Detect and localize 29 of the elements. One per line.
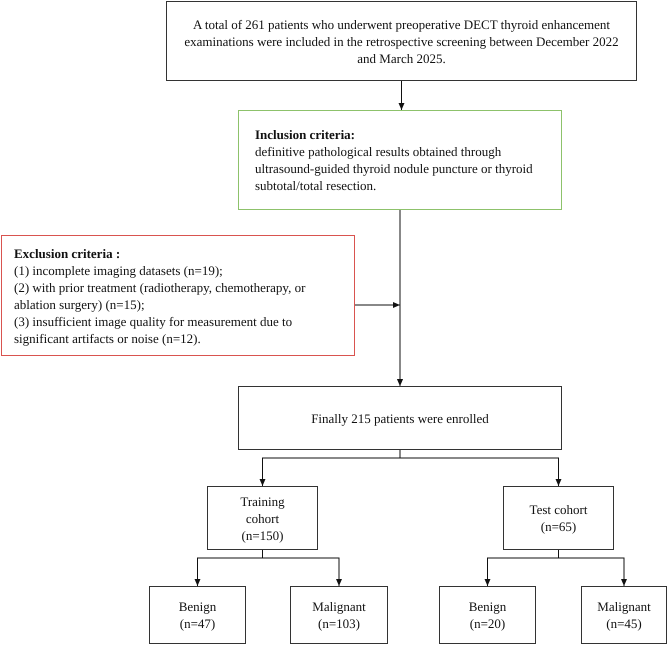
criteria-heading: Exclusion criteria : <box>14 244 120 262</box>
box-text: Malignant (n=103) <box>311 598 367 632</box>
criteria-heading: Inclusion criteria: <box>255 126 356 143</box>
outcome-box <box>439 586 536 644</box>
box-text: Test cohort (n=65) <box>528 501 588 535</box>
box-text: (3) insufficient image quality for measurement due to significant artifacts or noise (n=12). <box>14 312 294 346</box>
box-text: definitive pathological results obtained through ultrasound-guided thyroid nodule puncture or thyroid subtotal/total resection. <box>255 143 534 194</box>
outcome-box <box>290 586 388 644</box>
box-text: Finally 215 patients were enrolled <box>311 410 489 426</box>
arrow <box>354 302 403 386</box>
exclusion-box <box>1 235 355 356</box>
box-text: Benign (n=47) <box>178 598 218 632</box>
arrow <box>398 80 404 110</box>
process-box <box>238 386 562 450</box>
outcome-box <box>149 586 246 644</box>
process-box <box>166 1 637 81</box>
cohort-box <box>503 486 614 550</box>
inclusion-box <box>238 110 562 210</box>
arrow <box>262 550 342 586</box>
box-text: (1) incomplete imaging datasets (n=19); <box>14 262 223 278</box>
outcome-box <box>581 586 667 644</box>
arrow <box>558 550 627 586</box>
box-text: Training cohort (n=150) <box>239 492 286 544</box>
box-text: Malignant (n=45) <box>596 598 652 632</box>
box-text: A total of 261 patients who underwent preoperative DECT thyroid enhancement examinations were included in the retrospective screening between December 2022 and March 2025. <box>183 16 620 66</box>
box-text: (2) with prior treatment (radiotherapy, chemotherapy, or ablation surgery) (n=15); <box>14 278 306 312</box>
arrow <box>400 450 562 486</box>
box-text: Benign (n=20) <box>468 598 508 632</box>
cohort-box <box>207 486 318 550</box>
